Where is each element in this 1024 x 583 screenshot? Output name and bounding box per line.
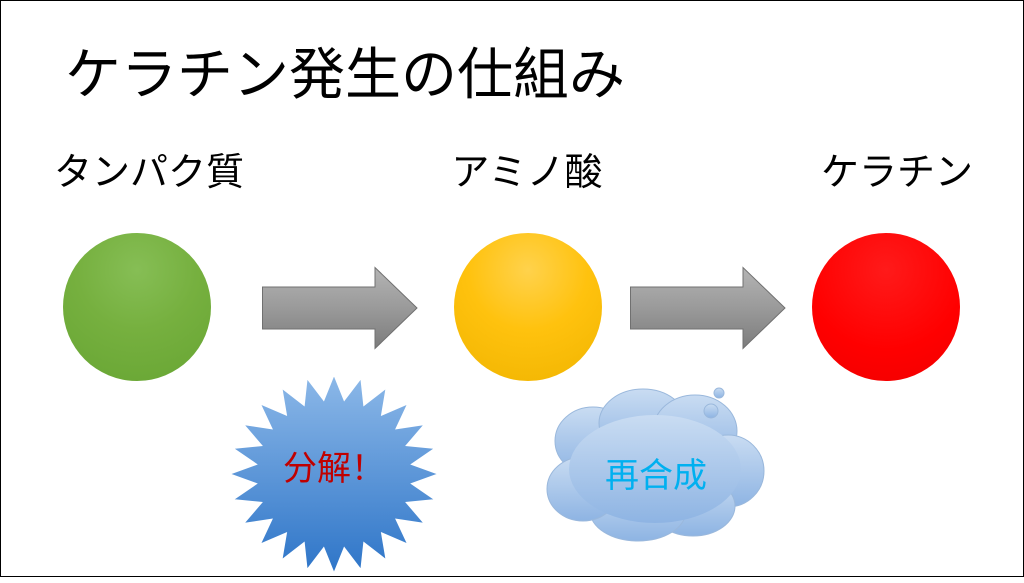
- arrow-right-icon: [630, 266, 786, 350]
- protein-circle: [63, 233, 211, 381]
- stage-label-amino-acid: アミノ酸: [451, 150, 603, 194]
- slide-title: ケラチン発生の仕組み: [65, 43, 625, 108]
- arrow-right-icon: [262, 266, 418, 350]
- amino-acid-circle: [454, 233, 602, 381]
- keratin-circle: [812, 233, 960, 381]
- cloud-thought-icon: [546, 387, 765, 542]
- resynthesis-callout-text: 再合成: [605, 456, 707, 496]
- decompose-callout-text: 分解！: [283, 449, 385, 489]
- stage-label-protein: タンパク質: [53, 150, 244, 194]
- explosion-burst-icon: [228, 373, 440, 575]
- stage-label-keratin: ケラチン: [820, 150, 973, 194]
